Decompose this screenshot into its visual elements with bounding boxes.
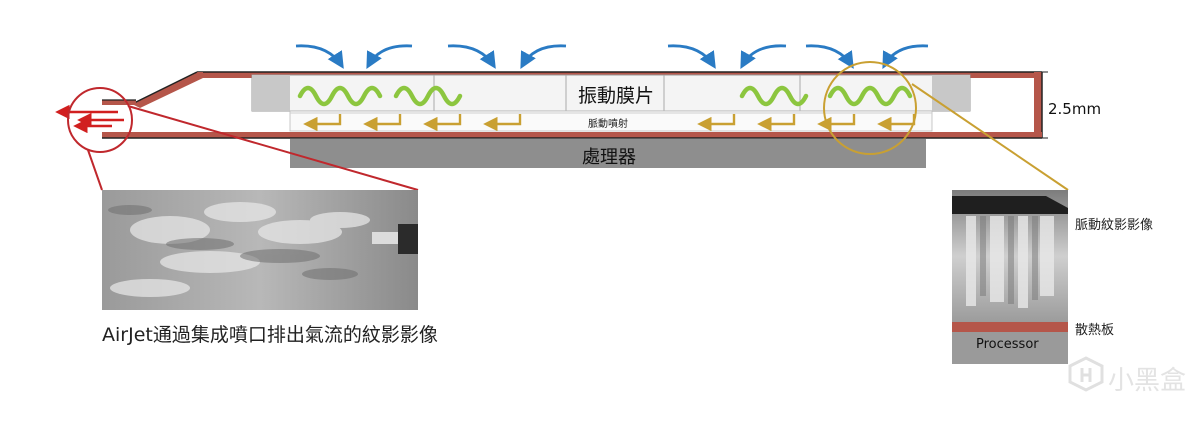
inset-processor-label: Processor: [976, 337, 1039, 352]
left-callout: [67, 87, 419, 191]
pulse-schlieren-label: 脈動紋影影像: [1075, 218, 1154, 233]
inflow-arrow: [295, 44, 344, 69]
membrane-label: 振動膜片: [578, 85, 655, 107]
right-support: [932, 75, 970, 111]
inflow-arrow: [805, 44, 854, 69]
pulse-callout-circle: [823, 61, 917, 155]
heat-spreader: [952, 322, 1068, 332]
wave-2: [393, 85, 463, 107]
right-schlieren-inset: [952, 190, 1068, 364]
nozzle-taper: [132, 72, 203, 108]
inflow-arrow: [447, 44, 496, 69]
processor-label: 處理器: [582, 147, 636, 168]
wave-1: [297, 85, 383, 107]
jet-label: 脈動噴射: [588, 119, 628, 130]
wave-4: [827, 85, 913, 107]
bottom-copper-plate: [102, 132, 1042, 138]
outflow-arrow: [817, 114, 856, 132]
nozzle-exit: [398, 224, 418, 254]
inflow-arrow: [740, 44, 787, 69]
processor-inset-block: [952, 332, 1068, 364]
membrane-edge: [952, 196, 1068, 214]
processor-block: [290, 139, 926, 168]
inflow-arrow: [520, 44, 567, 69]
membrane-chamber: [251, 74, 971, 132]
inflow-arrow: [882, 44, 929, 69]
watermark-text: 小黑盒: [1108, 366, 1187, 396]
inflow-arrow: [366, 44, 413, 69]
left-inset-caption: AirJet通過集成噴口排出氣流的紋影影像: [102, 324, 438, 346]
inflow-arrow: [667, 44, 716, 69]
outflow-arrow: [483, 114, 522, 132]
outflow-arrow: [363, 114, 402, 132]
left-support: [252, 75, 290, 111]
right-wall: [1034, 72, 1042, 138]
outflow-arrow: [757, 114, 796, 132]
exhaust-callout-circle: [67, 87, 133, 153]
outflow-arrows: [303, 114, 916, 132]
inflow-arrows: [295, 44, 929, 69]
thickness-label: 2.5mm: [1048, 100, 1102, 118]
vibration-waves: [297, 85, 913, 107]
outflow-arrow: [423, 114, 462, 132]
outflow-arrow: [303, 114, 342, 132]
heat-spreader-label: 散熱板: [1075, 323, 1115, 338]
left-schlieren-inset: [102, 190, 418, 310]
watermark-logo-icon: [1068, 356, 1104, 392]
outflow-arrow: [697, 114, 736, 132]
wave-3: [739, 85, 809, 107]
right-callout: [823, 61, 1069, 191]
